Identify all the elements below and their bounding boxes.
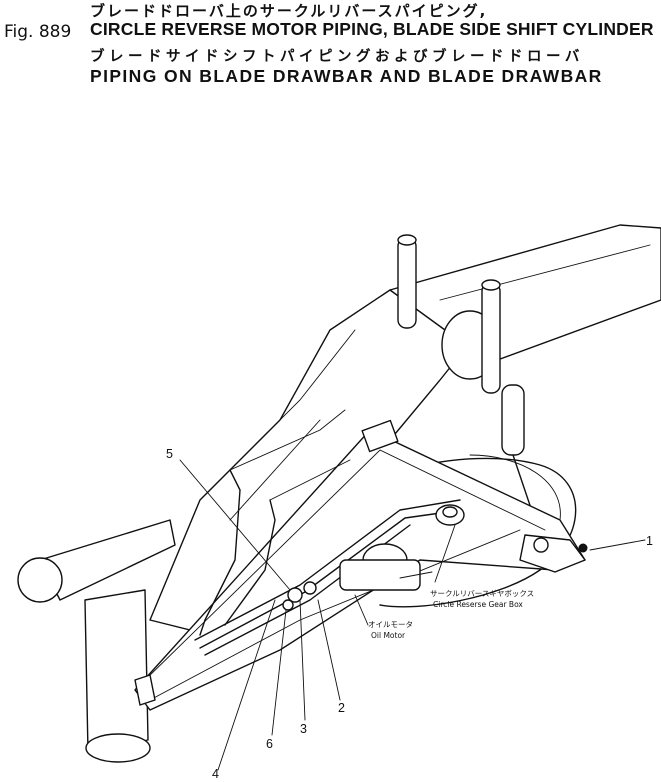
figure-number: Fig. 889 (4, 22, 72, 42)
title-en-line-2: PIPING ON BLADE DRAWBAR AND BLADE DRAWBA… (90, 66, 603, 86)
callout-1: 1 (646, 534, 653, 548)
title-en-line-1: CIRCLE REVERSE MOTOR PIPING, BLADE SIDE … (90, 19, 654, 39)
callout-2: 2 (338, 701, 345, 715)
oil-motor (339, 543, 421, 591)
pivot-bracket (519, 534, 588, 573)
pipe-fittings (282, 581, 317, 611)
callout-4: 4 (212, 767, 219, 781)
figure-header: ブレードドローバ上のサークルリバースパイピング, Fig. 889 CIRCLE… (0, 0, 661, 95)
callout-6: 6 (266, 737, 273, 751)
front-cross-member (17, 519, 176, 763)
leader-lines (179, 459, 646, 771)
callout-5: 5 (166, 447, 173, 461)
title-jp-line-1: ブレードドローバ上のサークルリバースパイピング, (90, 2, 488, 20)
circle-reverse-gear-box (435, 504, 465, 526)
gear-box-label-jp: サークルリバースギヤボックス (430, 589, 534, 598)
oil-motor-label-en: Oil Motor (371, 631, 406, 640)
oil-motor-label-jp: オイルモータ (368, 620, 413, 629)
title-jp-line-2: ブレードサイドシフトパイピングおよびブレードドローバ (90, 49, 584, 65)
gear-box-label-en: Circle Reserse Gear Box (433, 600, 523, 609)
lift-cylinders (397, 234, 541, 536)
callout-3: 3 (300, 722, 307, 736)
